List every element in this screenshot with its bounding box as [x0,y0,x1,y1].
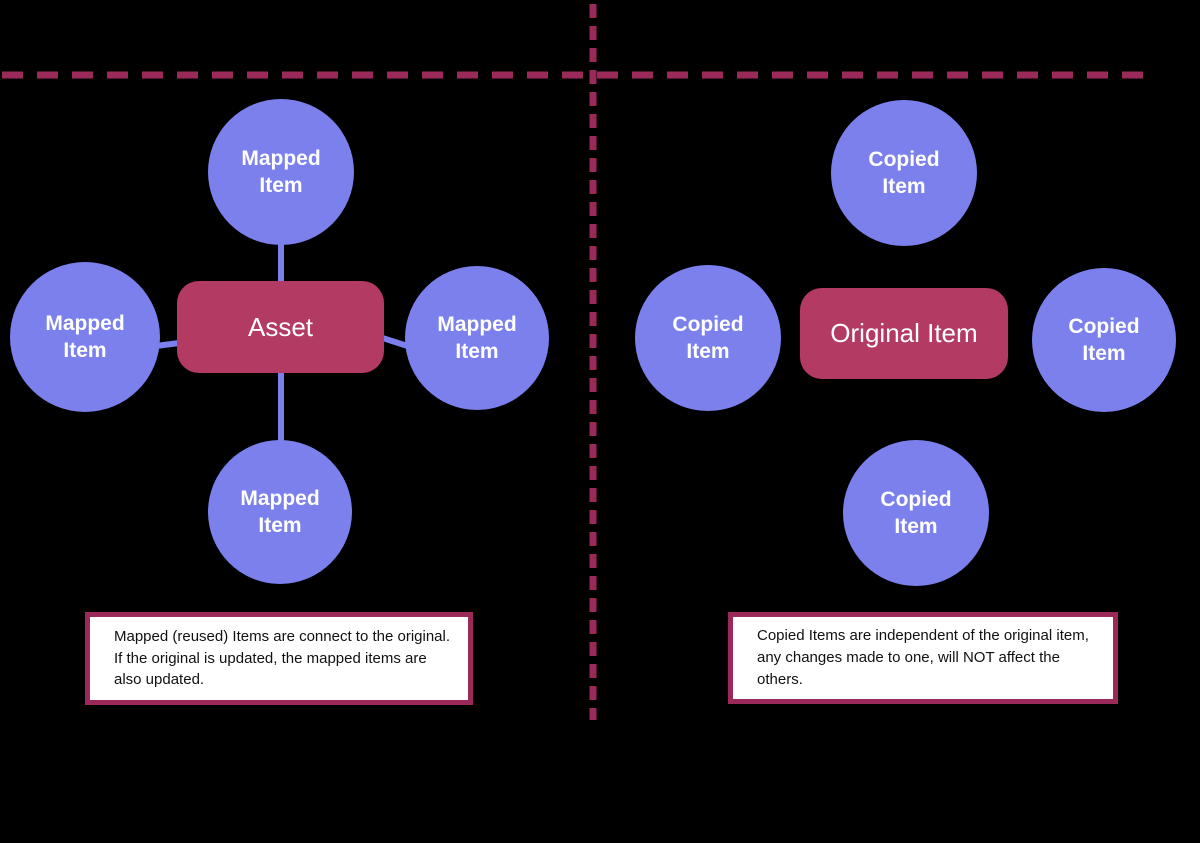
mapped-item-label: Mapped Item [241,146,321,197]
mapped-note-box: Mapped (reused) Items are connect to the… [85,612,473,705]
copied-item-label: Copied Item [672,312,744,363]
original-item-box: Original Item [800,288,1008,379]
mapped-item-label: Mapped Item [45,311,125,362]
copied-item-label: Copied Item [1068,314,1140,365]
mapped-item-circle-left: Mapped Item [10,262,160,412]
copied-item-label: Copied Item [880,487,952,538]
copied-item-circle-top: Copied Item [831,100,977,246]
copied-item-circle-right: Copied Item [1032,268,1176,412]
copied-item-label: Copied Item [868,147,940,198]
mapped-item-circle-top: Mapped Item [208,99,354,245]
copied-note-text: Copied Items are independent of the orig… [757,627,1089,688]
mapped-item-circle-right: Mapped Item [405,266,549,410]
mapped-item-circle-bottom: Mapped Item [208,440,352,584]
mapped-note-text: Mapped (reused) Items are connect to the… [114,627,451,689]
original-item-box-label: Original Item [830,318,978,348]
copied-item-circle-left: Copied Item [635,265,781,411]
mapped-item-label: Mapped Item [240,486,320,537]
asset-box: Asset [177,281,384,373]
mapped-item-label: Mapped Item [437,312,517,363]
asset-box-label: Asset [247,311,314,342]
copied-item-circle-bottom: Copied Item [843,440,989,586]
copied-note-box: Copied Items are independent of the orig… [728,612,1118,704]
